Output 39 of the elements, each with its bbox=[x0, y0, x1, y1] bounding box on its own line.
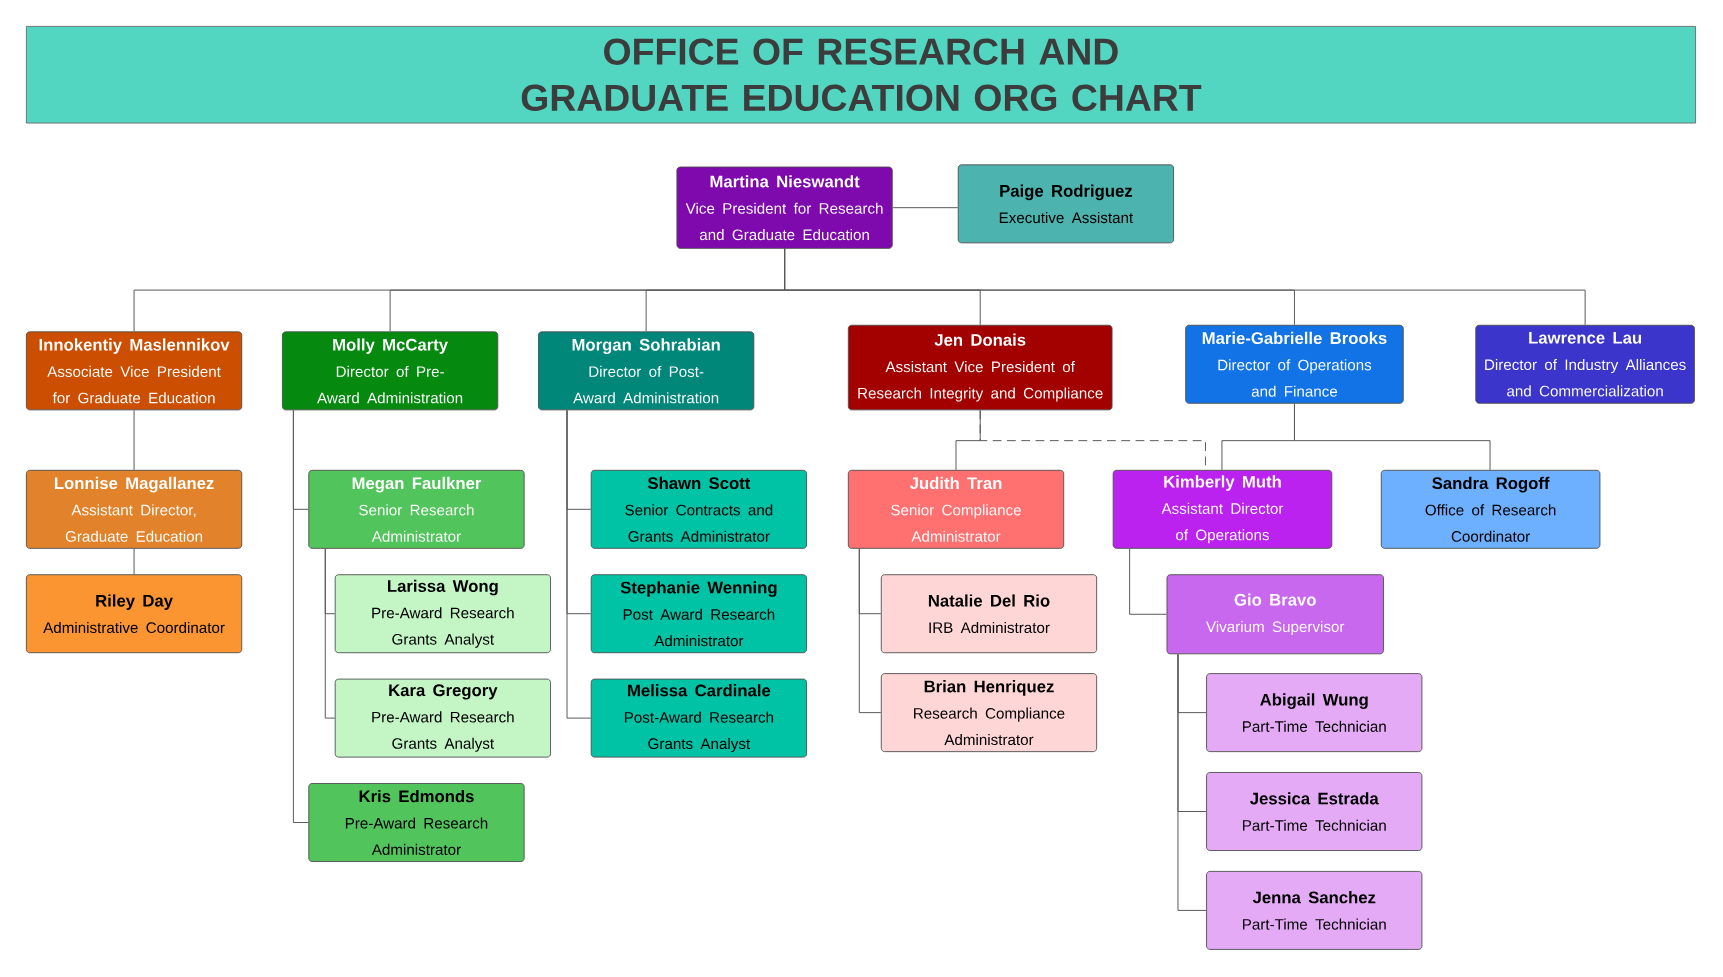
person-box: Kimberly Muth Assistant Director of Operations bbox=[1112, 469, 1333, 549]
person-box: Larissa Wong Pre-Award Research Grants Analyst bbox=[334, 574, 551, 654]
connector-line bbox=[566, 409, 592, 719]
title-banner: OFFICE OF RESEARCH AND GRADUATE EDUCATION ORG CHART bbox=[25, 26, 1696, 124]
person-box: Marie-Gabrielle Brooks Director of Operations and Finance bbox=[1185, 324, 1404, 404]
connector-line bbox=[324, 548, 336, 719]
person-box: Riley Day Administrative Coordinator bbox=[25, 574, 243, 654]
person-box: Gio Bravo Vivarium Supervisor bbox=[1166, 574, 1384, 655]
person-box: Abigail Wung Part-Time Technician bbox=[1206, 673, 1423, 753]
person-box: Shawn Scott Senior Contracts and Grants Administrator bbox=[590, 469, 807, 549]
person-box: Martina Nieswandt Vice President for Research and Graduate Education bbox=[676, 166, 893, 249]
person-box: Sandra Rogoff Office of Research Coordinator bbox=[1380, 469, 1601, 549]
person-box: Stephanie Wenning Post Award Research Administrator bbox=[590, 574, 807, 654]
connector-line bbox=[892, 207, 959, 209]
person-box: Kris Edmonds Pre-Award Research Administrator bbox=[308, 783, 525, 862]
person-box: Jessica Estrada Part-Time Technician bbox=[1206, 772, 1423, 852]
person-box: Megan Faulkner Senior Research Administrator bbox=[308, 469, 525, 549]
person-box: Molly McCarty Director of Pre-Award Administration bbox=[282, 331, 499, 411]
person-box: Jenna Sanchez Part-Time Technician bbox=[1206, 871, 1423, 950]
person-box: Natalie Del Rio IRB Administrator bbox=[880, 574, 1098, 654]
person-box: Paige Rodriguez Executive Assistant bbox=[957, 164, 1175, 244]
connector-line bbox=[784, 248, 1586, 326]
connector-line bbox=[133, 548, 135, 575]
person-box: Kara Gregory Pre-Award Research Grants Analyst bbox=[334, 678, 551, 758]
person-box: Judith Tran Senior Compliance Administrator bbox=[847, 469, 1065, 549]
connector-line bbox=[1293, 403, 1491, 471]
connector-line bbox=[292, 409, 309, 824]
person-box: Innokentiy Maslennikov Associate Vice President for Graduate Education bbox=[25, 331, 243, 411]
person-box: Lonnise Magallanez Assistant Director, Graduate Education bbox=[25, 469, 243, 549]
connector-line bbox=[133, 409, 135, 471]
person-box: Brian Henriquez Research Compliance Administrator bbox=[880, 673, 1098, 753]
connector-line bbox=[1129, 548, 1168, 615]
person-box: Jen Donais Assistant Vice President of Research Integrity and Compliance bbox=[847, 324, 1113, 411]
connector-line bbox=[979, 409, 1206, 471]
connector-line bbox=[858, 548, 882, 714]
person-box: Lawrence Lau Director of Industry Alliances and Commercialization bbox=[1475, 324, 1695, 404]
person-box: Melissa Cardinale Post-Award Research Grants Analyst bbox=[590, 678, 807, 758]
person-box: Morgan Sohrabian Director of Post-Award Administration bbox=[538, 331, 755, 411]
connector-line bbox=[1177, 653, 1207, 911]
